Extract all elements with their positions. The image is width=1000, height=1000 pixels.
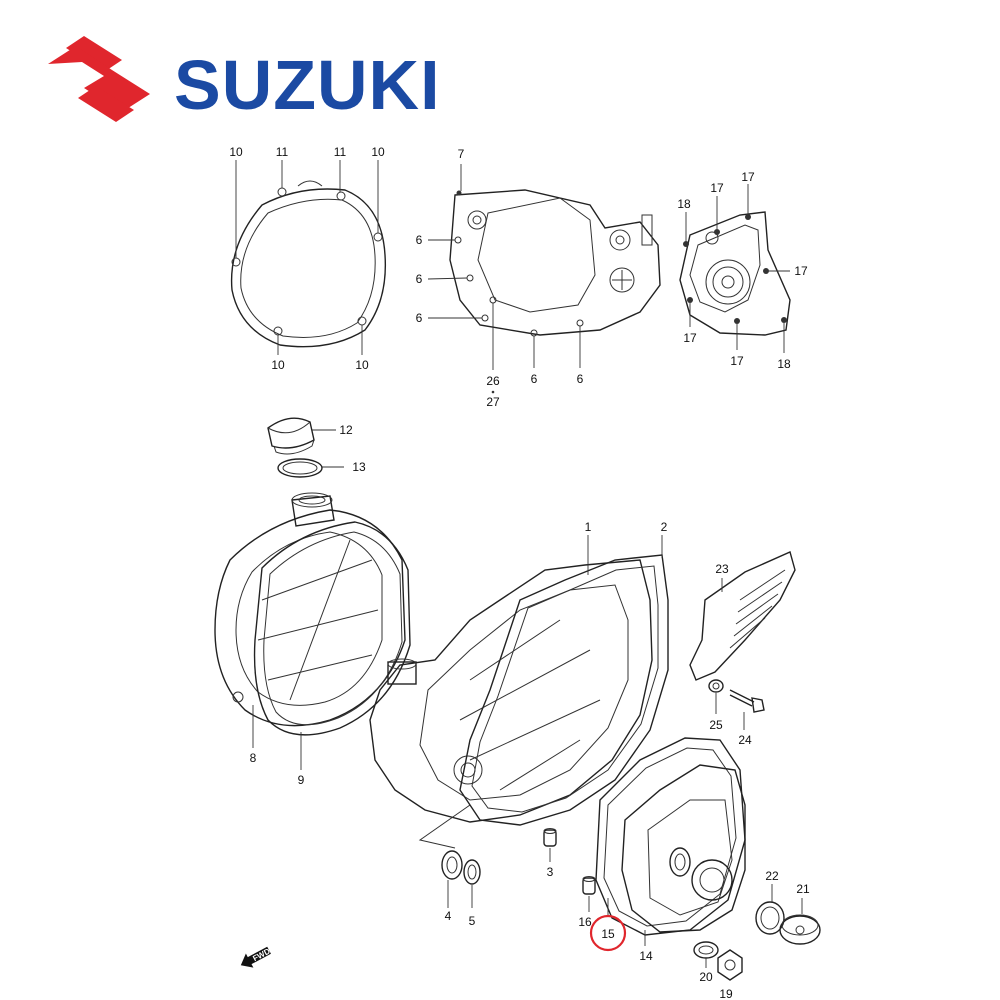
- top-right-leaders: [685, 184, 790, 353]
- callout-2: 2: [661, 520, 668, 534]
- callout-8: 8: [250, 751, 257, 765]
- dowel-pin: [543, 828, 557, 862]
- oil-seal: [441, 850, 463, 908]
- callout-1: 1: [585, 520, 592, 534]
- forward-arrow-icon: FWD: [240, 947, 272, 968]
- callout-10: 10: [271, 358, 285, 372]
- washer: [463, 859, 481, 908]
- callout-12: 12: [339, 423, 353, 437]
- callout-23: 23: [715, 562, 729, 576]
- callout-6: 6: [416, 311, 423, 325]
- callout-25: 25: [709, 718, 723, 732]
- callout-11: 11: [334, 145, 347, 159]
- callout-17: 17: [710, 181, 724, 195]
- clutch-cover: [214, 492, 406, 727]
- magneto-cover: [621, 764, 746, 933]
- forward-label: FWD: [251, 947, 272, 964]
- suzuki-wordmark: SUZUKI: [174, 46, 441, 124]
- callout-10: 10: [371, 145, 385, 159]
- callout-6: 6: [416, 272, 423, 286]
- callout-17: 17: [741, 170, 755, 184]
- oil-filler-o-ring: [277, 458, 344, 478]
- callout-20: 20: [699, 970, 713, 984]
- o-ring-20: [693, 941, 719, 968]
- callout-14: 14: [639, 949, 653, 963]
- magneto-cover-top: [679, 211, 791, 336]
- callout-4: 4: [445, 909, 452, 923]
- callout-27: 27: [486, 395, 500, 409]
- callout-10: 10: [355, 358, 369, 372]
- highlight-ring-15: [589, 914, 627, 952]
- crankcase: [369, 559, 653, 849]
- washer-25: [708, 679, 724, 714]
- callout-18: 18: [777, 357, 791, 371]
- callout-15[interactable]: 15: [601, 927, 615, 941]
- crankcase-gasket: [459, 554, 669, 826]
- callout-6: 6: [416, 233, 423, 247]
- magneto-cover-gasket: [595, 737, 746, 936]
- callout-17: 17: [683, 331, 697, 345]
- callout-21: 21: [796, 882, 810, 896]
- callout-10: 10: [229, 145, 243, 159]
- callout-7: 7: [458, 147, 465, 161]
- callout-22: 22: [765, 869, 779, 883]
- suzuki-logo: SUZUKI: [46, 36, 506, 122]
- bolt-24: [729, 689, 765, 730]
- callout-19: 19: [719, 987, 733, 1000]
- callout-24: 24: [738, 733, 752, 747]
- sprocket-cover: [689, 551, 796, 681]
- callout-9: 9: [298, 773, 305, 787]
- callout-16: 16: [578, 915, 592, 929]
- oil-filler-cap: [267, 417, 336, 455]
- callout-6: 6: [577, 372, 584, 386]
- callout-18: 18: [677, 197, 691, 211]
- callout-13: 13: [352, 460, 366, 474]
- callout-17: 17: [730, 354, 744, 368]
- suzuki-s-mark-icon: [48, 36, 150, 122]
- callout-6: 6: [531, 372, 538, 386]
- top-left-leaders: [235, 160, 379, 355]
- dowel-pin-16: [582, 876, 596, 912]
- callout-11: 11: [276, 145, 289, 159]
- clutch-cover-gasket-top: [230, 180, 387, 348]
- callout-3: 3: [547, 865, 554, 879]
- crankcase-gasket-top: [449, 189, 661, 337]
- callout-26: 26: [486, 374, 500, 388]
- callout-17: 17: [794, 264, 808, 278]
- clutch-cover-gasket: [253, 521, 411, 736]
- top-middle-leaders: [427, 164, 581, 370]
- o-ring-22: [755, 884, 785, 935]
- cap-21: [779, 898, 821, 945]
- plug-19: [717, 949, 743, 981]
- callout-5: 5: [469, 914, 476, 928]
